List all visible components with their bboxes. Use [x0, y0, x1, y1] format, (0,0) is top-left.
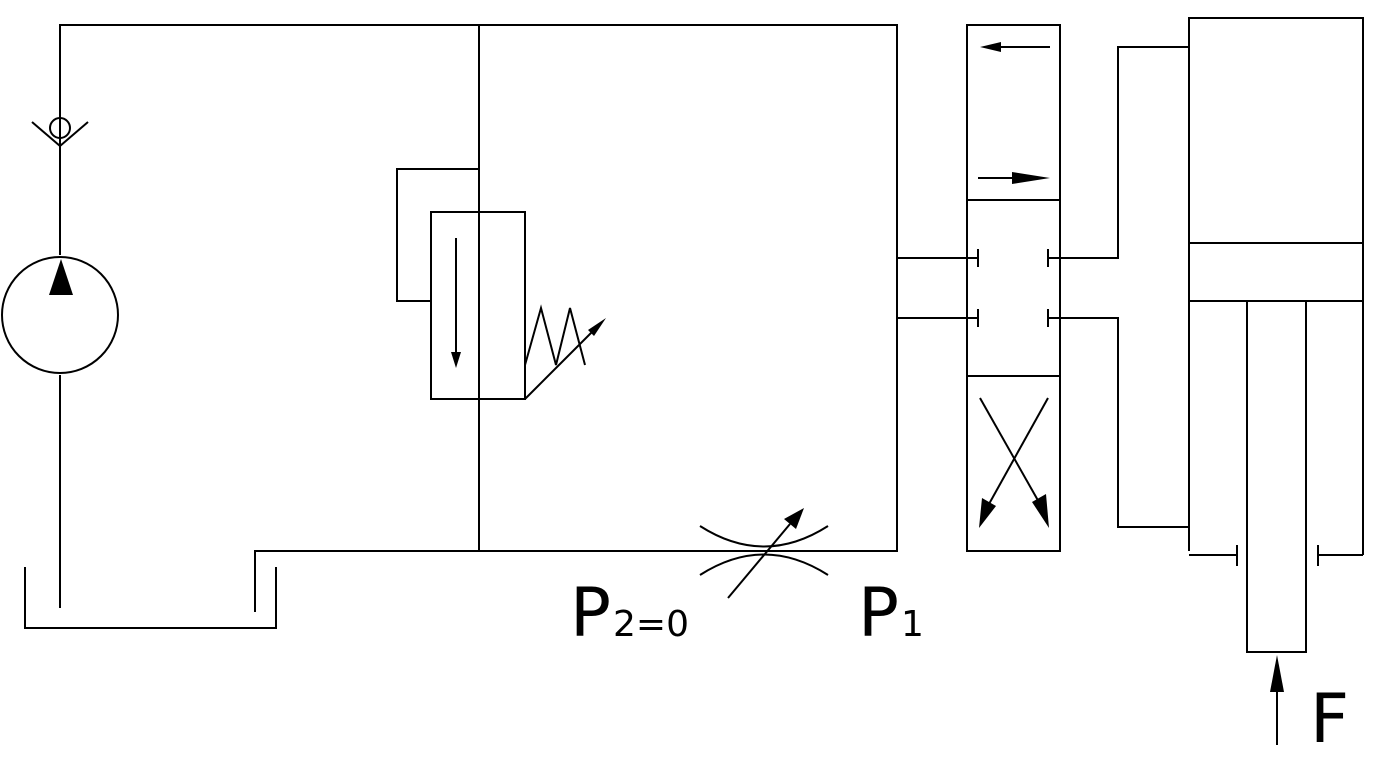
pump-direction-arrow-icon — [49, 259, 73, 295]
right-arrow-icon — [1012, 172, 1050, 184]
p1-label: P — [858, 574, 899, 653]
p2-subscript: 2=0 — [613, 604, 689, 645]
hydraulic-pump — [1, 256, 119, 374]
relief-valve — [396, 168, 606, 551]
diagram-labels: P 2=0 P 1 F — [570, 574, 1349, 759]
left-arrow-icon — [980, 42, 1001, 52]
directional-control-valve — [897, 24, 1189, 552]
piston-rod — [1246, 301, 1307, 653]
force-up-arrow-icon — [1270, 655, 1284, 692]
relief-valve-pilot-line — [396, 168, 480, 302]
p2-label: P — [570, 574, 611, 653]
force-arrow — [1270, 655, 1284, 745]
cross-arrow-right-icon — [1032, 494, 1049, 528]
force-label: F — [1310, 680, 1349, 759]
throttle-adjust-arrow-icon — [727, 523, 791, 599]
tank-symbol — [24, 567, 277, 629]
spring-icon — [524, 304, 586, 366]
hydraulic-cylinder — [1188, 17, 1364, 653]
p1-subscript: 1 — [901, 604, 924, 645]
check-valve — [31, 117, 89, 147]
cross-arrow-left-icon — [979, 498, 996, 528]
throttle-valve — [699, 508, 829, 599]
adjustable-arrow-icon — [524, 325, 599, 400]
